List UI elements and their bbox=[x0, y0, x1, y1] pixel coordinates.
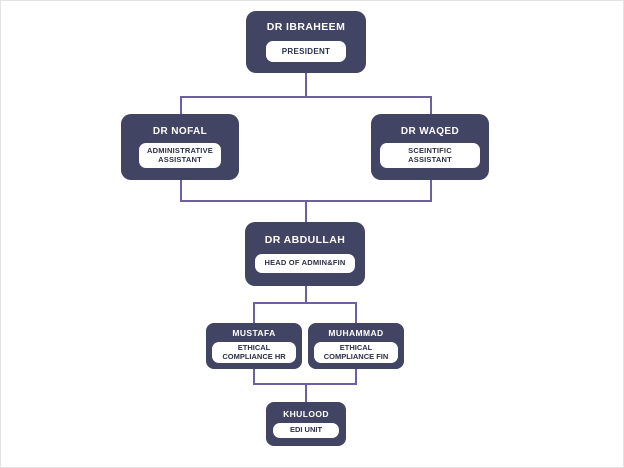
connector-abdullah-drop bbox=[305, 200, 307, 222]
org-node-role: ADMINISTRATIVE ASSISTANT bbox=[139, 142, 221, 169]
org-node-title: DR WAQED bbox=[400, 125, 460, 137]
org-node-role-line1: ADMINISTRATIVE bbox=[147, 145, 213, 155]
connector-mustafa-riser bbox=[253, 369, 255, 384]
connector-muhammad-riser bbox=[355, 369, 357, 384]
org-node-role: ETHICAL COMPLIANCE HR bbox=[212, 342, 296, 364]
connector-level5-bus bbox=[253, 383, 357, 385]
org-node-role: ETHICAL COMPLIANCE FIN bbox=[314, 342, 398, 364]
org-node-title: DR NOFAL bbox=[152, 125, 208, 137]
org-node-nofal[interactable]: DR NOFAL ADMINISTRATIVE ASSISTANT bbox=[121, 114, 239, 180]
connector-ibraheem-stem bbox=[305, 73, 307, 97]
org-node-waqed[interactable]: DR WAQED SCEINTIFIC ASSISTANT bbox=[371, 114, 489, 180]
org-node-title: MUSTAFA bbox=[232, 327, 276, 338]
connector-level4-bus bbox=[253, 302, 357, 304]
org-node-role: SCEINTIFIC ASSISTANT bbox=[380, 142, 480, 169]
org-node-role-line1: ETHICAL bbox=[339, 343, 373, 353]
org-node-title: DR IBRAHEEM bbox=[266, 21, 346, 34]
org-node-ibraheem[interactable]: DR IBRAHEEM PRESIDENT bbox=[246, 11, 366, 73]
org-node-title: DR ABDULLAH bbox=[264, 234, 346, 247]
org-node-role: HEAD OF ADMIN&FIN bbox=[255, 253, 355, 273]
org-node-role-line2: COMPLIANCE HR bbox=[222, 351, 286, 361]
org-node-abdullah[interactable]: DR ABDULLAH HEAD OF ADMIN&FIN bbox=[245, 222, 365, 286]
connector-waqed-drop bbox=[430, 96, 432, 114]
org-node-muhammad[interactable]: MUHAMMAD ETHICAL COMPLIANCE FIN bbox=[308, 323, 404, 369]
org-node-role: EDI UNIT bbox=[273, 423, 339, 438]
org-node-role-line2: COMPLIANCE FIN bbox=[323, 351, 389, 361]
connector-waqed-riser bbox=[430, 180, 432, 201]
org-node-khulood[interactable]: KHULOOD EDI UNIT bbox=[266, 402, 346, 446]
org-node-role: PRESIDENT bbox=[265, 40, 347, 62]
connector-level2-bus bbox=[180, 96, 432, 98]
connector-level3-bus bbox=[180, 200, 432, 202]
org-node-role-line1: ETHICAL bbox=[237, 343, 271, 353]
org-node-title: MUHAMMAD bbox=[328, 327, 384, 338]
org-node-mustafa[interactable]: MUSTAFA ETHICAL COMPLIANCE HR bbox=[206, 323, 302, 369]
connector-mustafa-drop bbox=[253, 302, 255, 323]
connector-nofal-drop bbox=[180, 96, 182, 114]
connector-abdullah-stem bbox=[305, 286, 307, 303]
connector-khulood-drop bbox=[305, 383, 307, 402]
connector-nofal-riser bbox=[180, 180, 182, 201]
org-node-role-line2: ASSISTANT bbox=[158, 154, 202, 164]
connector-muhammad-drop bbox=[355, 302, 357, 323]
org-node-title: KHULOOD bbox=[283, 409, 329, 420]
